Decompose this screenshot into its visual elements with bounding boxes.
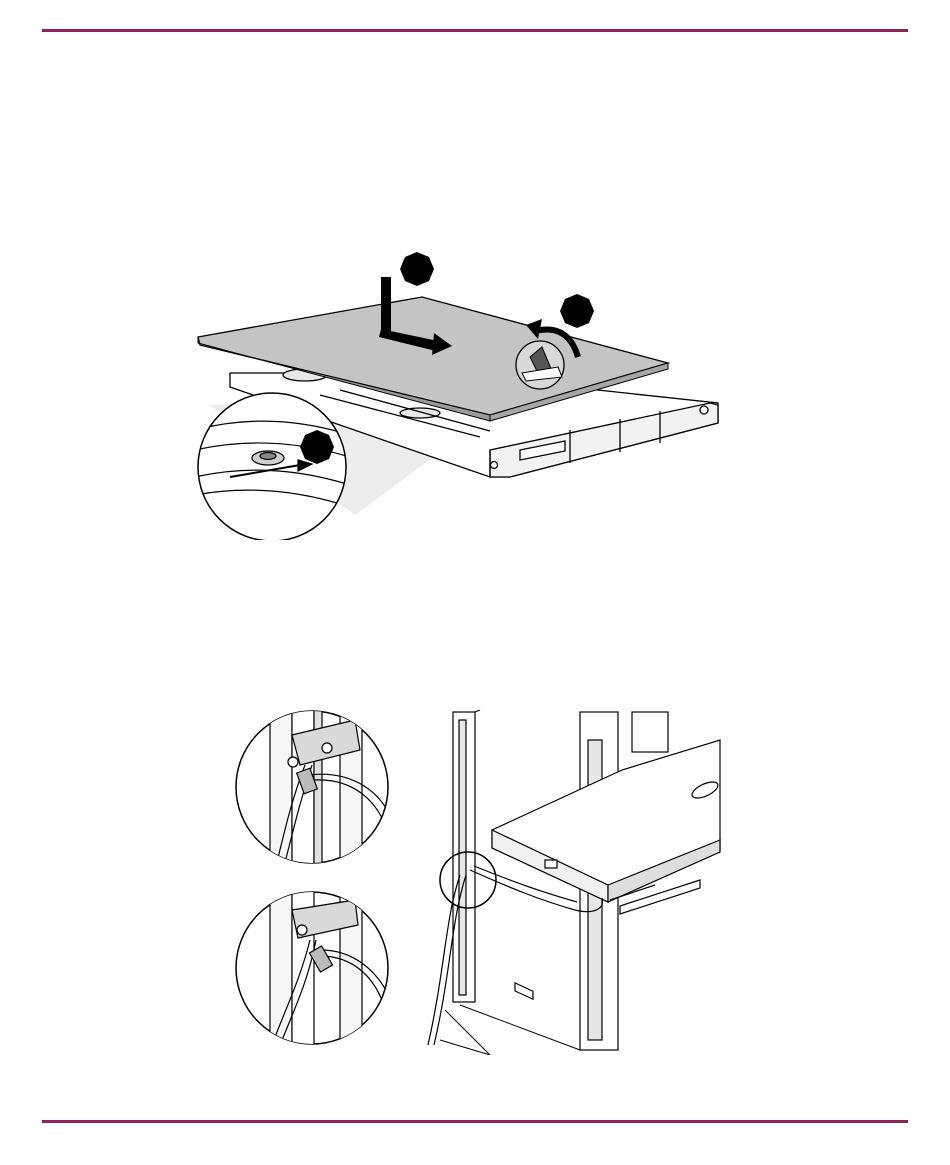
rack-base [440, 1005, 580, 1055]
cable-detail-bottom [236, 890, 395, 1050]
callout-3 [300, 430, 334, 464]
rack-cable-illustration [230, 710, 730, 1055]
cable-detail-top [236, 710, 395, 870]
cover-removal-illustration [190, 245, 720, 540]
header-rule [42, 29, 908, 32]
latch-detail [516, 341, 564, 389]
callout-1 [400, 252, 434, 286]
footer-rule [42, 1120, 908, 1123]
left-rack-rail [453, 710, 480, 1002]
callout-2 [560, 294, 594, 328]
